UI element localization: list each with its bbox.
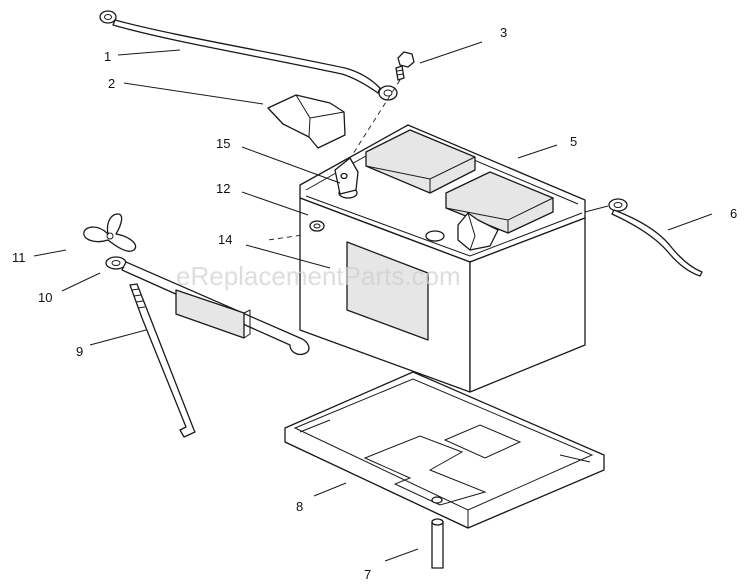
- bolt-part-3[interactable]: [395, 51, 415, 81]
- battery-part-5[interactable]: [299, 124, 586, 393]
- battery-cable-part-1[interactable]: [99, 10, 398, 101]
- callout-labels: 1 2 3 5 15 12 14 6 11 10 9 8 7: [12, 25, 737, 582]
- callout-5: 5: [570, 134, 577, 149]
- callout-1: 1: [104, 49, 111, 64]
- callout-11: 11: [12, 250, 26, 265]
- j-bolt-part-9[interactable]: [129, 283, 196, 438]
- terminal-boot-part-2[interactable]: [267, 94, 346, 149]
- callout-10: 10: [38, 290, 52, 305]
- watermark-text: eReplacementParts.com: [176, 261, 461, 291]
- callout-9: 9: [76, 344, 83, 359]
- nut-part-12[interactable]: [309, 220, 325, 232]
- callout-6: 6: [730, 206, 737, 221]
- callout-8: 8: [296, 499, 303, 514]
- callout-3: 3: [500, 25, 507, 40]
- callout-7: 7: [364, 567, 371, 582]
- callout-15: 15: [216, 136, 230, 151]
- callout-12: 12: [216, 181, 230, 196]
- leader-lines: [33, 41, 713, 562]
- hold-down-bracket[interactable]: [121, 261, 310, 356]
- battery-cable-part-6[interactable]: [584, 198, 703, 277]
- callout-2: 2: [108, 76, 115, 91]
- nut-part-15[interactable]: [340, 172, 348, 180]
- callout-14: 14: [218, 232, 232, 247]
- battery-tray-part-8[interactable]: [284, 371, 605, 529]
- wing-nut-part-11[interactable]: [83, 213, 137, 252]
- spacer-part-7[interactable]: [431, 496, 444, 569]
